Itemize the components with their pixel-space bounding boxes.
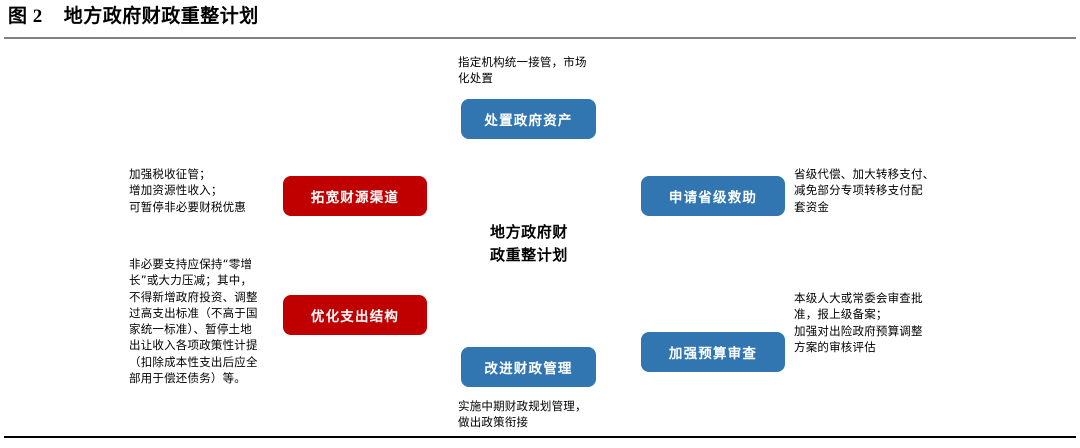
node-improve-fiscal-management[interactable]: 改进财政管理 <box>461 347 596 387</box>
footer-divider <box>4 436 1076 438</box>
node-optimize-expenditure-structure[interactable]: 优化支出结构 <box>283 295 427 335</box>
note-broaden-revenue-channels: 加强税收征管； 增加资源性收入； 可暂停非必要财税优惠 <box>129 167 246 214</box>
figure-header: 图 2 地方政府财政重整计划 <box>0 0 1080 38</box>
figure-source <box>8 439 1008 448</box>
note-strengthen-budget-review: 本级人大或常委会审查批 准，报上级备案； 加强对出险政府预算调整 方案的审核评估 <box>794 291 923 354</box>
node-strengthen-budget-review[interactable]: 加强预算审查 <box>641 332 785 372</box>
node-broaden-revenue-channels[interactable]: 拓宽财源渠道 <box>283 176 427 216</box>
diagram-canvas: 指定机构统一接管，市场 化处置 处置政府资产 加强税收征管； 增加资源性收入； … <box>0 40 1080 430</box>
node-dispose-government-assets[interactable]: 处置政府资产 <box>461 99 596 139</box>
node-apply-provincial-aid[interactable]: 申请省级救助 <box>641 176 785 216</box>
note-optimize-expenditure-structure: 非必要支持应保持“零增 长”或大力压减；其中， 不得新增政府投资、调整 过高支出… <box>129 257 258 386</box>
note-improve-fiscal-management: 实施中期财政规划管理， 做出政策衔接 <box>458 399 587 430</box>
page-title: 图 2 地方政府财政重整计划 <box>8 6 259 27</box>
diagram-center-label: 地方政府财 政重整计划 <box>489 223 568 264</box>
header-divider <box>4 37 1076 39</box>
note-dispose-government-assets: 指定机构统一接管，市场 化处置 <box>458 55 587 86</box>
note-apply-provincial-aid: 省级代偿、加大转移支付、 减免部分专项转移支付配 套资金 <box>794 167 935 214</box>
